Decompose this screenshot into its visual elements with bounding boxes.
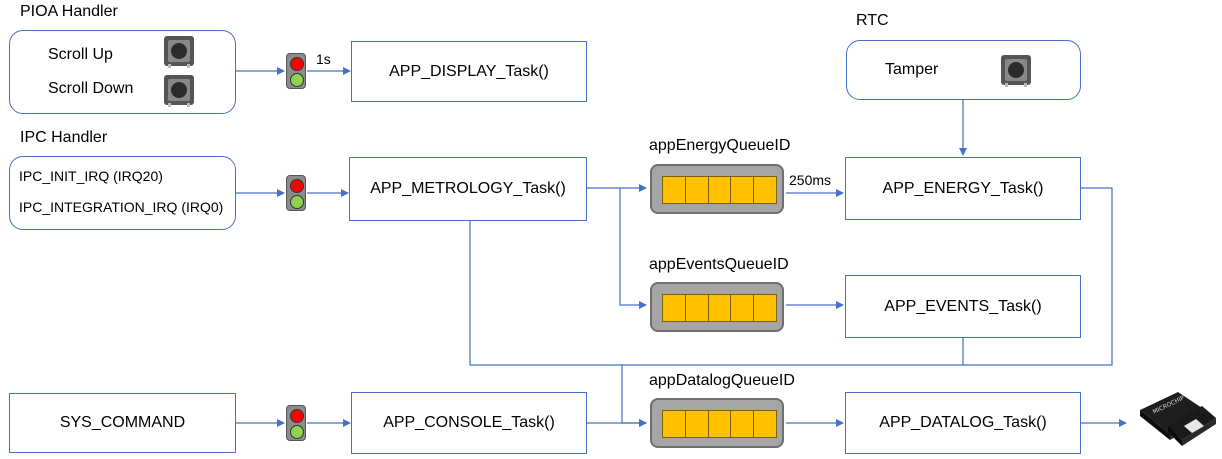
energy-queue-label: appEnergyQueueID — [649, 137, 791, 154]
datalog-queue-label: appDatalogQueueID — [649, 372, 795, 389]
ipc-integration-irq-label: IPC_INTEGRATION_IRQ (IRQ0) — [19, 199, 224, 215]
energy-timer-label: 250ms — [789, 172, 832, 188]
rtc-box: Tamper — [846, 40, 1081, 100]
display-timer-label: 1s — [316, 51, 331, 67]
rtc-title: RTC — [856, 12, 889, 29]
pioa-handler-box: Scroll Up Scroll Down — [9, 30, 236, 114]
pioa-handler-title: PIOA Handler — [20, 3, 118, 20]
datalog-queue — [650, 398, 784, 448]
app-display-task-box: APP_DISPLAY_Task() — [351, 41, 587, 102]
ipc-handler-box: IPC_INIT_IRQ (IRQ20) IPC_INTEGRATION_IRQ… — [9, 156, 236, 230]
app-energy-task-box: APP_ENERGY_Task() — [845, 157, 1081, 220]
push-button-icon — [1001, 55, 1031, 87]
scroll-down-label: Scroll Down — [48, 80, 134, 97]
memory-chip-icon: MICROCHIP — [1140, 392, 1216, 446]
push-button-icon — [164, 36, 194, 68]
traffic-light-icon — [286, 53, 306, 89]
tamper-label: Tamper — [885, 61, 939, 78]
app-datalog-task-box: APP_DATALOG_Task() — [845, 392, 1081, 454]
sys-command-box: SYS_COMMAND — [9, 393, 236, 453]
events-queue — [650, 282, 784, 332]
traffic-light-icon — [286, 175, 306, 211]
scroll-up-label: Scroll Up — [48, 46, 113, 63]
app-console-task-box: APP_CONSOLE_Task() — [351, 392, 587, 454]
ipc-init-irq-label: IPC_INIT_IRQ (IRQ20) — [19, 168, 163, 184]
app-metrology-task-box: APP_METROLOGY_Task() — [349, 157, 587, 221]
events-queue-label: appEventsQueueID — [649, 256, 789, 273]
energy-queue — [650, 164, 784, 214]
traffic-light-icon — [286, 405, 306, 441]
ipc-handler-title: IPC Handler — [20, 129, 108, 146]
app-events-task-box: APP_EVENTS_Task() — [845, 275, 1081, 338]
push-button-icon — [164, 75, 194, 107]
